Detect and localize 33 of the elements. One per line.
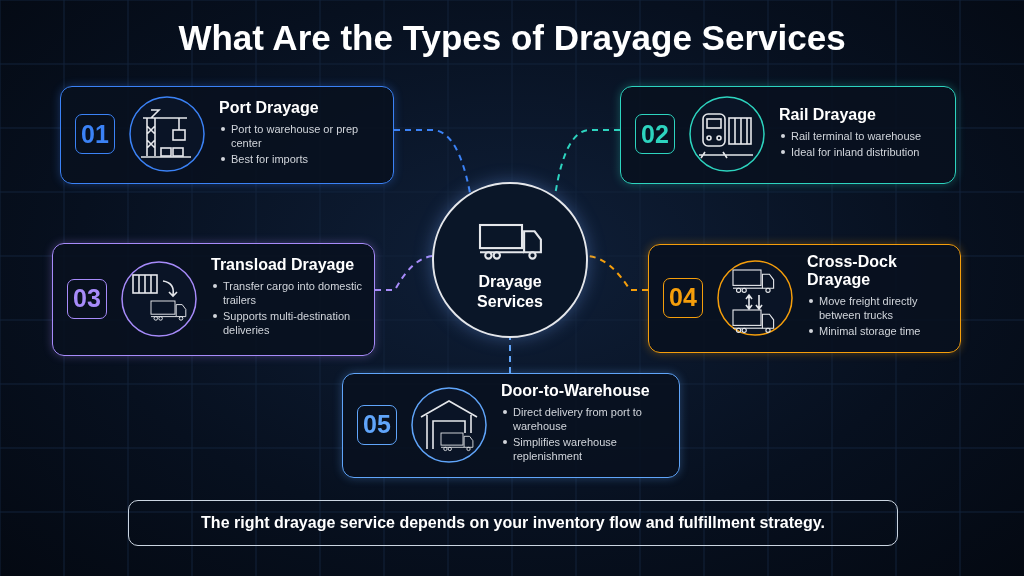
card-title: Transload Drayage [211,256,356,274]
step-number: 04 [663,277,703,318]
step-number: 01 [75,114,115,154]
bullet-text: Transfer cargo into domestic trailers [211,279,364,307]
service-card [648,244,961,353]
dashed-connector [393,129,471,194]
step-number: 03 [67,278,107,319]
dashed-connector [587,255,649,291]
service-card [342,373,680,478]
bullet-text: Minimal storage time [807,324,950,338]
service-card [52,243,375,356]
bullet-text: Best for imports [219,151,383,166]
bullet-text: Rail terminal to warehouse [779,128,944,143]
service-card [620,86,956,184]
dashed-connector [509,337,511,374]
bullet-text: Move freight directly between trucks [807,294,950,322]
step-number: 02 [635,114,675,154]
hub-label: Drayage Services [476,272,544,312]
service-card [60,86,394,184]
card-title: Rail Drayage [779,105,877,124]
bullet-text: Direct delivery from port to warehouse [501,405,651,433]
title: What Are the Types of Drayage Services [177,18,847,58]
bullet-text: Ideal for inland distribution [779,144,944,159]
card-title: Port Drayage [219,98,320,117]
hub-circle [432,182,588,338]
footer-note: The right drayage service depends on your inventory flow and fulfillment strategy. [128,500,898,546]
card-title: Cross-Dock Drayage [807,253,898,289]
step-number: 05 [357,404,397,445]
card-title: Door-to-Warehouse [501,382,651,400]
bullet-text: Port to warehouse or prep center [219,121,383,150]
bullet-text: Simplifies warehouse replenishment [501,435,651,463]
dashed-connector [374,255,434,291]
bullet-text: Supports multi-destination deliveries [211,309,364,337]
